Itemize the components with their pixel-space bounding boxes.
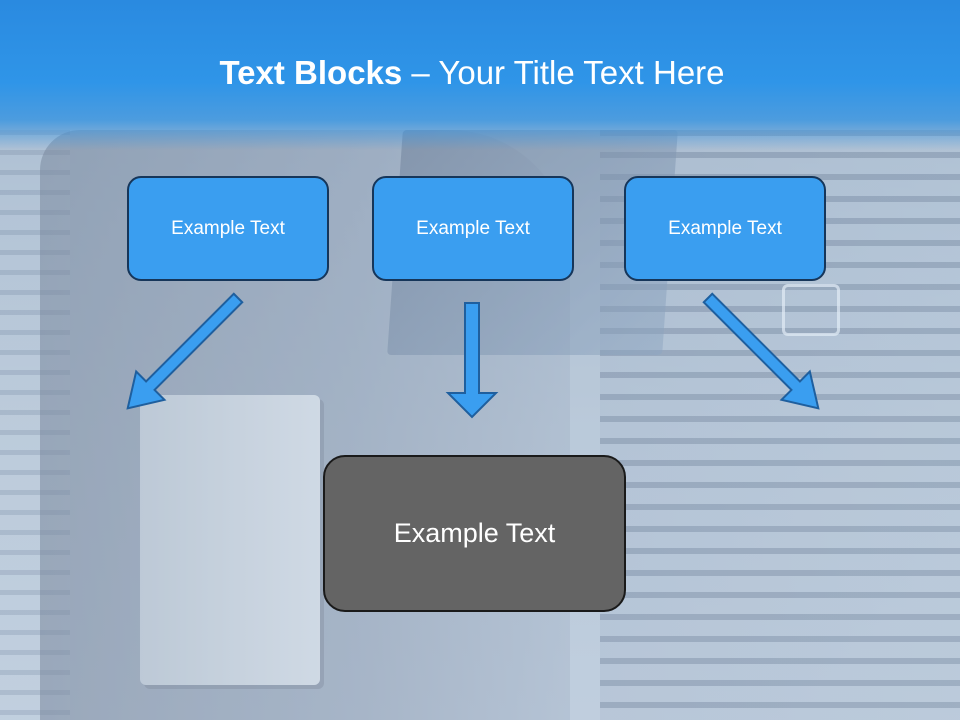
text-block-1-label: Example Text	[171, 217, 285, 239]
arrow-down-icon	[445, 302, 499, 419]
slide-title-bold: Text Blocks	[219, 54, 403, 91]
arrow-down-left-icon	[702, 292, 820, 410]
folder-binder	[140, 395, 320, 685]
text-block-2[interactable]: Example Text	[372, 176, 574, 281]
title-band	[0, 0, 960, 150]
file-icon	[782, 284, 840, 336]
text-block-2-label: Example Text	[416, 217, 530, 239]
slide-title-separator: –	[402, 54, 439, 91]
result-block-label: Example Text	[393, 518, 556, 548]
text-block-3-label: Example Text	[668, 217, 782, 239]
result-block[interactable]: Example Text	[323, 455, 626, 612]
slide-title: Text Blocks – Your Title Text Here	[0, 54, 944, 92]
text-block-3[interactable]: Example Text	[624, 176, 826, 281]
arrow-down-right-icon	[126, 292, 244, 410]
slide-title-rest: Your Title Text Here	[438, 54, 725, 91]
text-block-1[interactable]: Example Text	[127, 176, 329, 281]
